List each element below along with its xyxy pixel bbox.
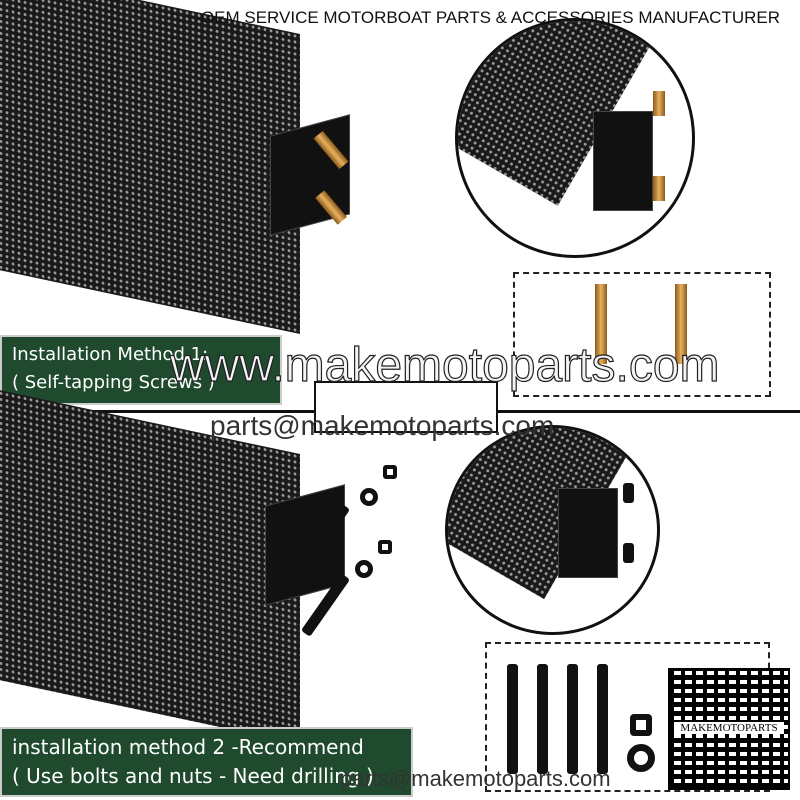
header-title: OEM SERVICE MOTORBOAT PARTS & ACCESSORIE… [200, 8, 780, 27]
watermark-middle: parts@makemotoparts.com [210, 410, 555, 441]
bolt-icon [537, 664, 548, 774]
method1-subtitle: ( Self-tapping Screws ) [12, 372, 215, 393]
method2-subtitle: ( Use bolts and nuts - Need drilling ) [12, 764, 374, 788]
bolt-icon [597, 664, 608, 774]
bolt-icon [567, 664, 578, 774]
qr-label: MAKEMOTOPARTS [674, 722, 784, 734]
watermark-large: www.makemotoparts.com [169, 338, 720, 392]
nut-icon [383, 465, 397, 479]
basket-top-image [0, 0, 300, 335]
method2-banner: installation method 2 -Recommend ( Use b… [0, 727, 413, 797]
qr-code: MAKEMOTOPARTS [668, 668, 790, 790]
blank-label-box [314, 381, 498, 433]
watermark-bottom: parts@makemotoparts.com [340, 766, 611, 791]
washer-icon [360, 488, 378, 506]
bolt-icon [507, 664, 518, 774]
method1-title: Installation Method 1: [12, 344, 209, 365]
method2-title: installation method 2 -Recommend [12, 735, 364, 759]
zoom-circle-bottom [445, 425, 660, 635]
method1-banner: Installation Method 1: ( Self-tapping Sc… [0, 335, 282, 405]
washer-icon [627, 744, 655, 772]
nut-icon [630, 714, 652, 736]
self-tapping-screw [595, 284, 607, 364]
washer-icon [355, 560, 373, 578]
self-tapping-screw [675, 284, 687, 364]
nut-icon [378, 540, 392, 554]
zoom-circle-top [455, 18, 695, 258]
screws-box [513, 272, 771, 397]
